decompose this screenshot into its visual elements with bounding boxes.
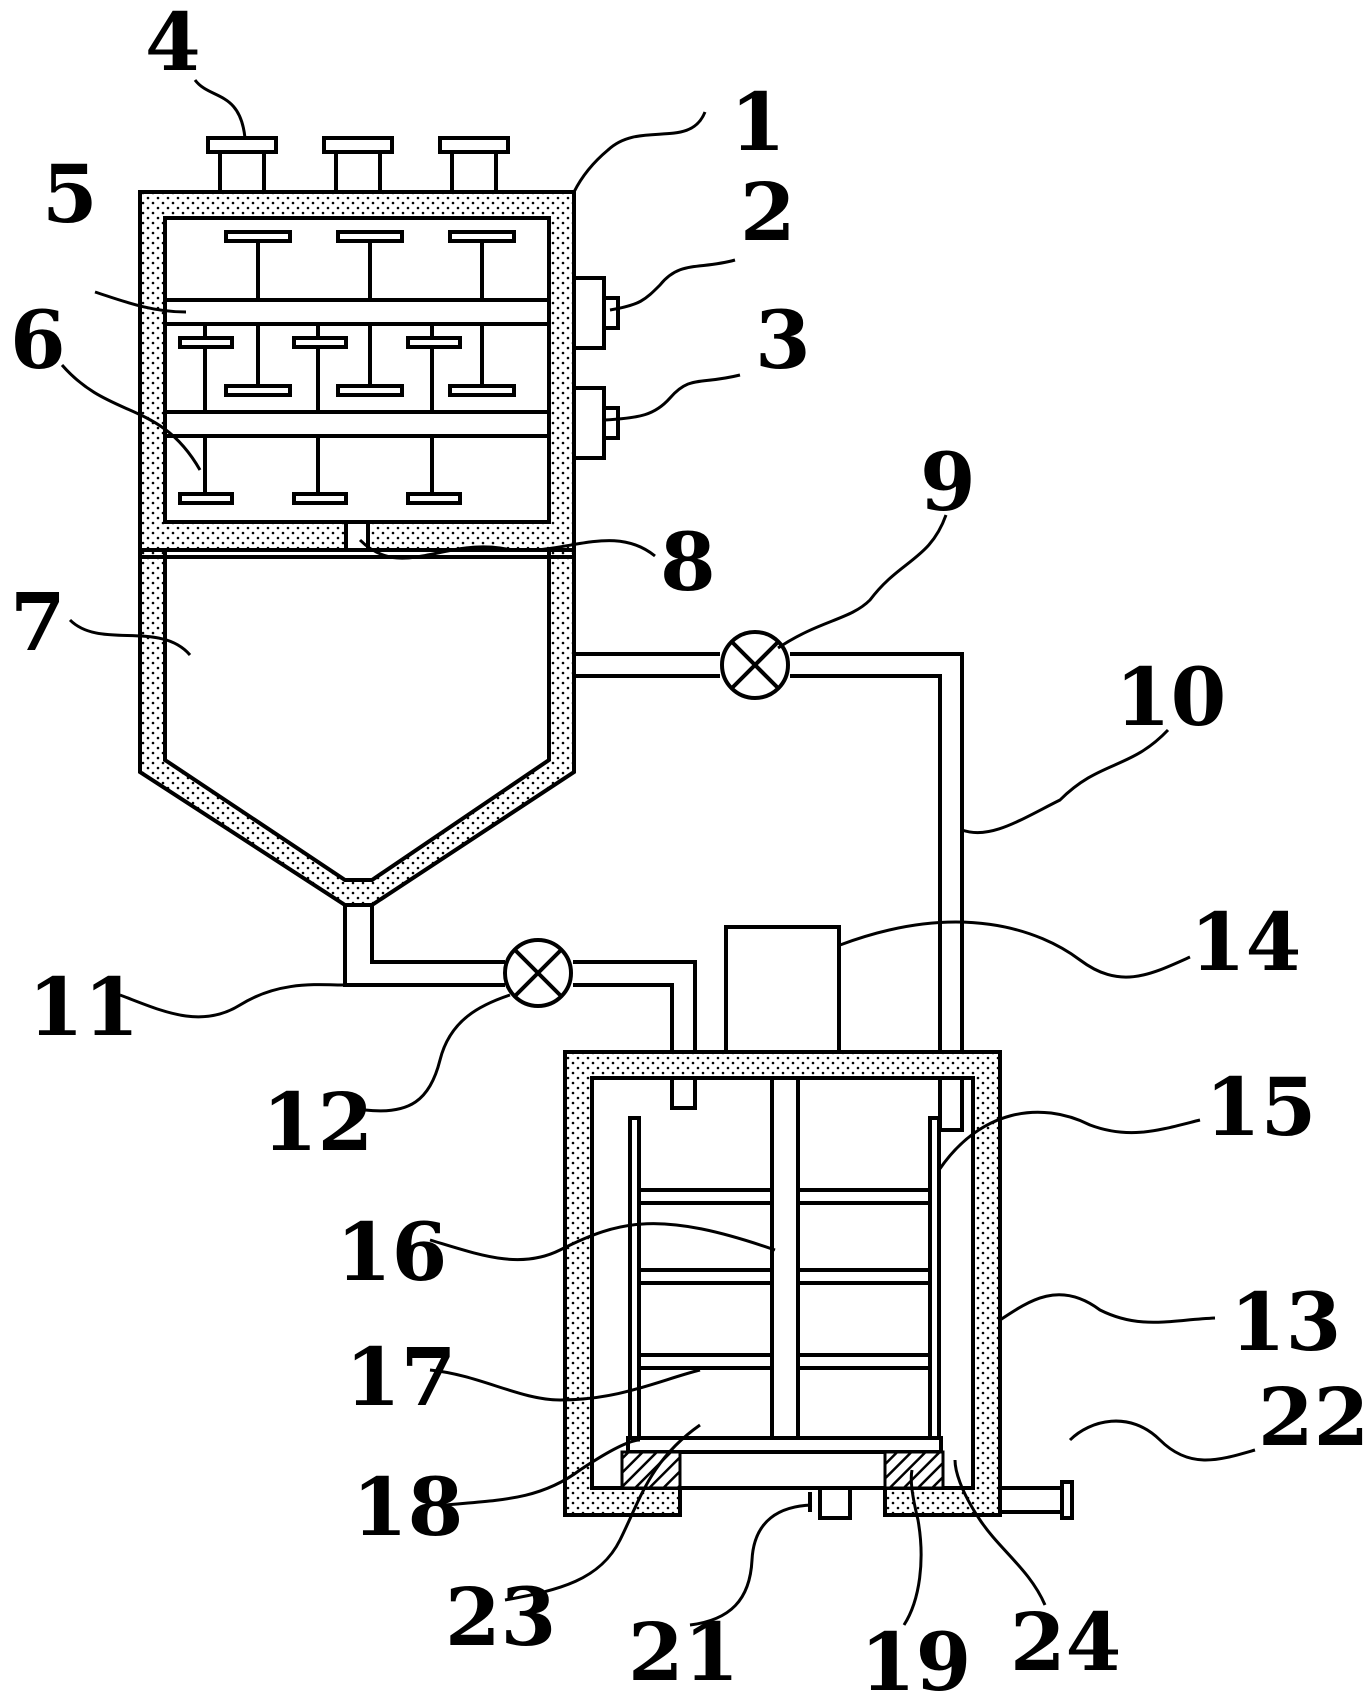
- label-7: 7: [10, 575, 66, 669]
- label-5: 5: [42, 147, 98, 241]
- label-24: 24: [1010, 1595, 1121, 1689]
- label-22: 22: [1258, 1370, 1365, 1464]
- motors: [572, 276, 620, 460]
- label-15: 15: [1205, 1060, 1316, 1154]
- label-8: 8: [660, 515, 716, 609]
- leader-lines: [60, 79, 1256, 1627]
- basket-wall-right: [928, 1116, 941, 1440]
- callout-labels: 1 2 3 4 5 6 7 8 9 10 11 12 13 14 15 16 1…: [10, 0, 1365, 1705]
- return-pipe: [574, 652, 964, 1052]
- bearing-left: [620, 1450, 682, 1490]
- lower-tank: [563, 925, 1074, 1520]
- label-10: 10: [1115, 650, 1226, 744]
- scraper-arms: [639, 1188, 930, 1370]
- label-13: 13: [1230, 1275, 1341, 1369]
- valve-9: [720, 630, 790, 700]
- label-9: 9: [920, 435, 976, 529]
- label-12: 12: [262, 1075, 373, 1169]
- label-1: 1: [730, 75, 786, 169]
- tank-motor: [724, 925, 841, 1054]
- label-2: 2: [740, 165, 796, 259]
- settling-hopper: [138, 548, 576, 907]
- label-4: 4: [145, 0, 201, 89]
- side-outlet-pipe: [998, 1486, 1064, 1514]
- label-17: 17: [345, 1330, 456, 1424]
- stirring-shaft-upper: [163, 298, 551, 326]
- valve-12: [503, 938, 573, 1008]
- stirring-blades: [178, 230, 516, 505]
- drain-outlet: [818, 1486, 852, 1520]
- feed-inlet-pipes: [206, 136, 510, 194]
- stirring-shaft-lower: [163, 410, 551, 438]
- bearing-right: [883, 1450, 945, 1490]
- label-21: 21: [628, 1605, 739, 1699]
- label-18: 18: [352, 1460, 463, 1554]
- label-14: 14: [1190, 895, 1301, 989]
- tank-shaft: [770, 1076, 800, 1442]
- upper-mixing-chamber: [138, 136, 620, 552]
- label-3: 3: [755, 293, 811, 387]
- label-11: 11: [28, 960, 139, 1054]
- label-16: 16: [336, 1205, 447, 1299]
- label-19: 19: [860, 1615, 971, 1705]
- label-23: 23: [445, 1570, 556, 1664]
- label-6: 6: [10, 293, 66, 387]
- basket-bottom-plate: [626, 1436, 943, 1454]
